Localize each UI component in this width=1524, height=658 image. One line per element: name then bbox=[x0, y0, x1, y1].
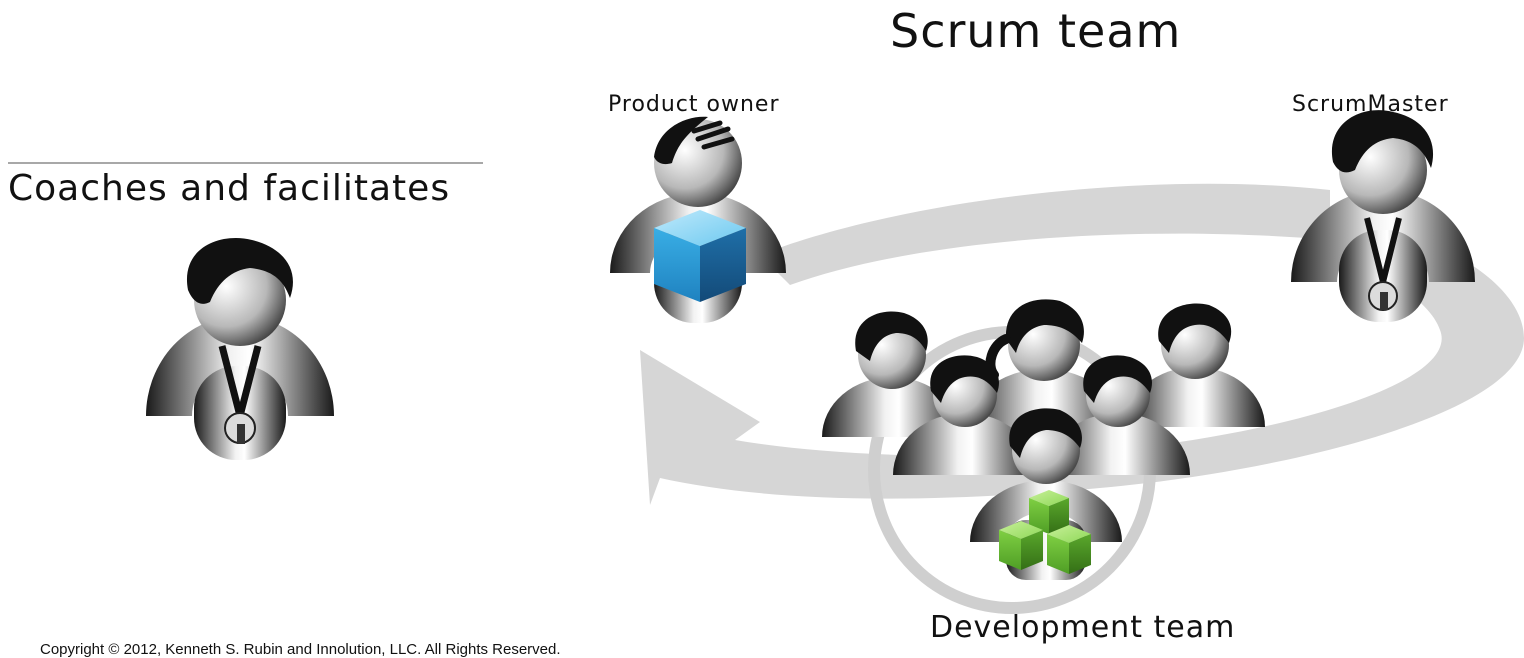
whistle-icon bbox=[1368, 281, 1398, 311]
scrum-master-label: ScrumMaster bbox=[1292, 92, 1449, 117]
cube-icon bbox=[654, 210, 746, 302]
coach-person-icon bbox=[146, 238, 334, 460]
development-team-label: Development team bbox=[930, 610, 1236, 645]
developer-person-icon bbox=[1046, 355, 1190, 475]
developer-person-icon bbox=[822, 311, 962, 437]
copyright-text: Copyright © 2012, Kenneth S. Rubin and I… bbox=[40, 641, 561, 658]
coach-caption: Coaches and facilitates bbox=[8, 168, 451, 209]
blocks-icon bbox=[999, 490, 1091, 574]
cycle-arrow-icon bbox=[640, 183, 1524, 505]
diagram-title: Scrum team bbox=[890, 4, 1182, 58]
developer-person-icon bbox=[893, 355, 1037, 475]
whistle-icon bbox=[224, 412, 256, 444]
divider bbox=[8, 162, 483, 164]
developer-person-icon bbox=[1125, 303, 1265, 427]
scrum-master-person-icon bbox=[1291, 110, 1475, 322]
product-owner-label: Product owner bbox=[608, 92, 780, 117]
